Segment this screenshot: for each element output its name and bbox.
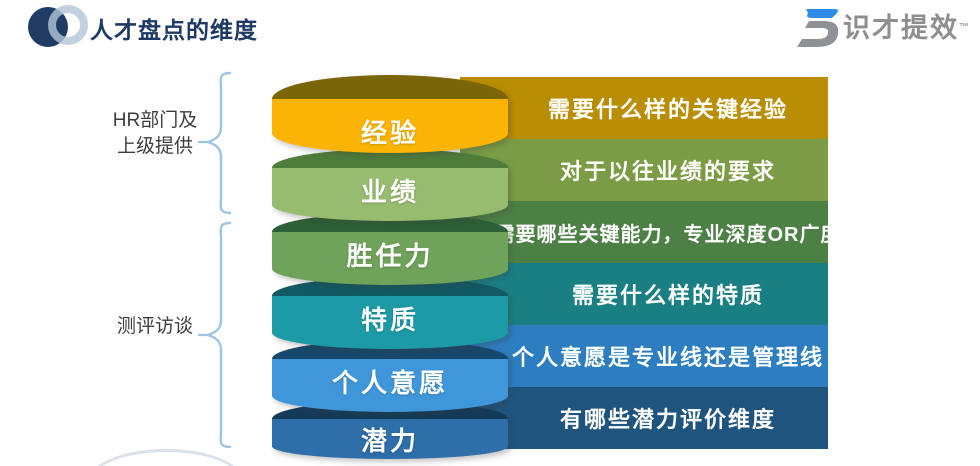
question-bar-experience: 需要什么样的关键经验 [460, 77, 828, 139]
cylinder-label: 个人意愿 [331, 367, 448, 398]
title-icon-ring [48, 5, 88, 45]
question-bar-potential: 有哪些潜力评价维度 [460, 387, 828, 449]
group-label-line: HR部门及 [112, 110, 198, 131]
cylinder-layer-potential: 潜力 [272, 401, 508, 466]
question-bar-performance: 对于以往业绩的要求 [460, 139, 828, 201]
question-text: 有哪些潜力评价维度 [559, 407, 776, 432]
cylinder-body [272, 168, 508, 221]
question-text: 需要什么样的关键经验 [547, 97, 788, 122]
cylinder-layer-willingness: 个人意愿 [272, 340, 508, 420]
cylinder-layer-performance: 业绩 [272, 149, 508, 229]
question-text: 对于以往业绩的要求 [559, 159, 776, 184]
cylinder-body [272, 232, 508, 285]
brand-name: 识才提效 [843, 13, 959, 43]
brand-trademark: ™ [959, 22, 969, 33]
group-label-hr: HR部门及 上级提供 [100, 108, 210, 160]
cylinder-layer-traits: 特质 [272, 277, 508, 357]
question-bar-willingness: 个人意愿是专业线还是管理线 [460, 325, 828, 387]
question-text: 需要什么样的特质 [571, 283, 764, 308]
cylinder-body [272, 419, 508, 459]
group-label-line: 上级提供 [116, 136, 193, 157]
group-label-interview: 测评访谈 [100, 314, 210, 340]
cylinder-label: 特质 [360, 304, 419, 335]
brand-d-icon [797, 9, 839, 47]
brace-hr-group [198, 71, 232, 215]
cylinder-label: 潜力 [360, 425, 419, 456]
title-icon [26, 3, 88, 47]
brace-interview-group [198, 221, 232, 449]
cylinder-layer-experience: 经验 [272, 75, 508, 155]
cylinder-label: 胜任力 [346, 240, 434, 271]
question-bar-traits: 需要什么样的特质 [460, 263, 828, 325]
cylinder-body [272, 359, 508, 412]
cylinder-label: 业绩 [360, 176, 419, 207]
cylinder-label: 经验 [360, 117, 419, 148]
question-text: 需要哪些关键能力，专业深度OR广度 [494, 223, 842, 246]
question-text: 个人意愿是专业线还是管理线 [511, 345, 824, 370]
group-label-line: 测评访谈 [116, 316, 193, 337]
cylinder-body [272, 99, 508, 153]
question-bar-competency: 需要哪些关键能力，专业深度OR广度 [460, 201, 841, 263]
page-title: 人才盘点的维度 [90, 17, 258, 43]
cylinder-body [272, 296, 508, 349]
